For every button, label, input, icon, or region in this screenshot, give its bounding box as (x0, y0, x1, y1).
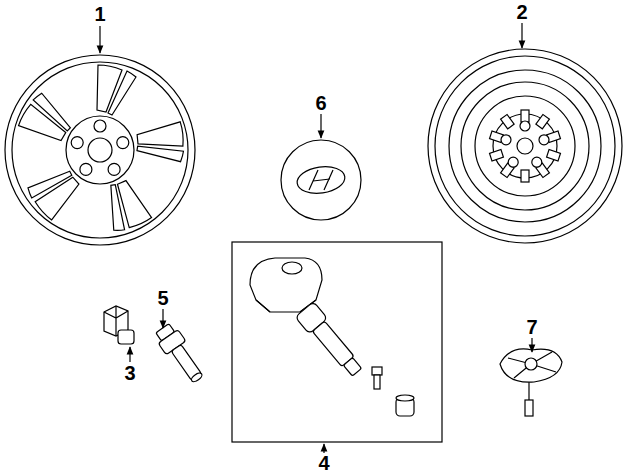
lug-hole (501, 135, 511, 145)
lug-hole (520, 121, 530, 131)
center-bore (517, 138, 533, 154)
spare-ring (435, 56, 615, 236)
hub-ribs (490, 110, 561, 182)
core-head (372, 367, 382, 375)
hub-rib (521, 110, 529, 122)
spare-rim (428, 49, 622, 243)
lug-hole (71, 137, 83, 149)
sensor-port (282, 262, 302, 274)
nut-seat (118, 330, 134, 344)
leader-line (320, 114, 321, 138)
cap-top (396, 395, 414, 401)
valve-stem (152, 321, 208, 386)
spare-ring (475, 96, 575, 196)
wheel-hub (66, 116, 134, 184)
leader-line (162, 309, 163, 328)
emblem-disc (281, 140, 361, 220)
lug-nut (104, 306, 134, 344)
stem-end (190, 371, 203, 383)
lug-hole (94, 120, 106, 132)
kit-frame (232, 242, 442, 442)
leader-line (129, 347, 130, 362)
knob-center (525, 358, 537, 370)
wheel-spokes (18, 65, 192, 240)
logo-mark (309, 170, 333, 190)
lug-hole (539, 135, 549, 145)
wing-knob (500, 349, 562, 382)
wing-ribs (508, 352, 556, 378)
hub-rib (536, 115, 550, 129)
spare-wheel (428, 49, 622, 243)
hub-rib (490, 150, 504, 161)
spare-ring (449, 70, 601, 222)
callout-number: 3 (123, 363, 136, 383)
center-bore (88, 138, 112, 162)
spoke-slot (132, 121, 192, 174)
lug-hole (80, 163, 92, 175)
callout-number: 4 (317, 453, 330, 473)
callout-number: 7 (525, 317, 538, 337)
leader-line (521, 23, 522, 48)
spare-ring (461, 82, 589, 210)
spare-hold-down-bolt (500, 349, 562, 416)
logo-oval (295, 164, 346, 196)
leader-line (531, 338, 532, 352)
hub-rib (501, 115, 515, 129)
leader-line (99, 26, 100, 53)
spare-hub (493, 114, 557, 178)
spoke-slot (18, 89, 78, 142)
stem-thread (343, 358, 361, 376)
center-cap-emblem (281, 140, 361, 220)
tpms-valve-stem (295, 302, 366, 380)
wheel-rim (5, 55, 195, 245)
callout-number: 2 (515, 2, 528, 22)
spoke-slot (91, 177, 152, 240)
spoke-slot (97, 65, 136, 115)
lug-hole (508, 157, 518, 167)
valve-core (372, 367, 382, 389)
hub-rib (521, 170, 529, 182)
stem-body (312, 321, 354, 367)
callout-number: 1 (93, 4, 106, 24)
bolt-thread (525, 400, 533, 416)
lug-hole (532, 157, 542, 167)
leader-line (323, 444, 324, 453)
valve-cap (396, 395, 414, 416)
core-pin (374, 375, 380, 389)
lug-hole (108, 163, 120, 175)
lug-hole (117, 137, 129, 149)
hub-rib (547, 150, 561, 161)
alloy-wheel (5, 55, 195, 245)
callout-number: 5 (156, 288, 169, 308)
callout-number: 6 (314, 93, 327, 113)
